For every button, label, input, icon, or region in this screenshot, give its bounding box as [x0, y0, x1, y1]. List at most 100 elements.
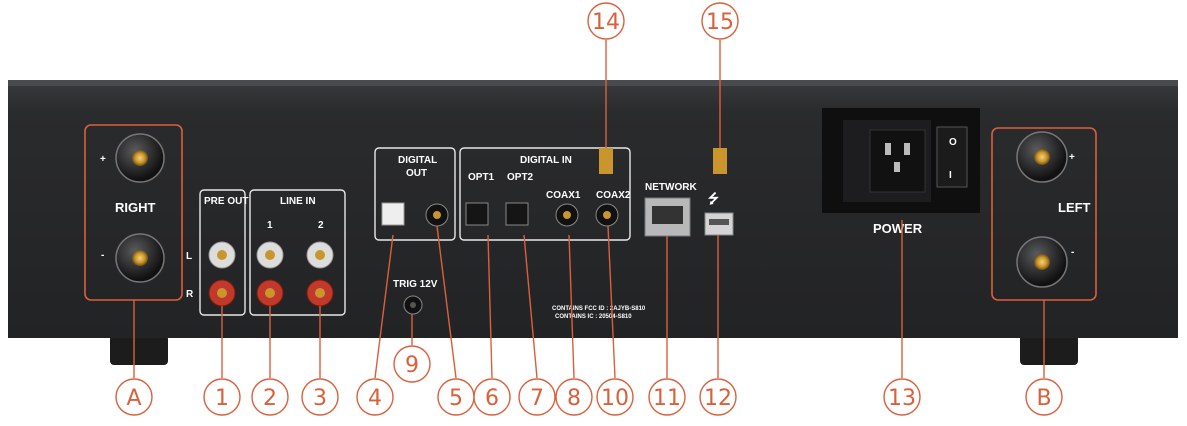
line-in-2-label: 2: [318, 220, 324, 231]
callout-11-label: 11: [653, 386, 681, 411]
digital-in-label: DIGITAL IN: [520, 155, 572, 166]
right-plus-label: +: [100, 154, 106, 165]
callout-4-label: 4: [368, 386, 382, 411]
digital-out-optical-port: [381, 202, 405, 226]
line-in-1-l-pin: [265, 250, 275, 260]
left-speaker-terminals: + - LEFT: [991, 127, 1097, 301]
callout-7: 7: [518, 378, 556, 416]
callout-11: 11: [648, 378, 686, 416]
ethernet-port-opening: [652, 206, 683, 224]
callout-1-label: 1: [215, 386, 229, 411]
callout-6: 6: [473, 378, 511, 416]
leader-10: [607, 225, 616, 379]
digital-out-section: DIGITAL OUT: [374, 147, 456, 241]
callout-B: B: [1025, 378, 1063, 416]
callout-1: 1: [203, 378, 241, 416]
iec-socket: [869, 129, 926, 193]
callout-4: 4: [356, 378, 394, 416]
callout-12: 12: [699, 378, 737, 416]
ch-l-label: L: [186, 251, 192, 262]
opt1-label: OPT1: [468, 172, 495, 183]
line-in-1-r-pin: [265, 288, 275, 298]
callout-14: 14: [587, 2, 625, 40]
callout-9: 9: [393, 345, 431, 383]
pre-out-r-pin: [217, 288, 227, 298]
usb-port-opening: [709, 219, 729, 225]
fcc-text: CONTAINS FCC ID : 2AJYB-S810 CONTAINS IC…: [552, 306, 646, 320]
usb-symbol: ⭍: [708, 191, 719, 206]
callout-10-label: 10: [601, 386, 629, 411]
line-in-outline: [249, 189, 346, 316]
power-section: O I POWER: [822, 108, 980, 236]
callout-6-label: 6: [485, 386, 499, 411]
trig-label: TRIG 12V: [393, 279, 438, 290]
line-in-2-r-pin: [315, 288, 325, 298]
callout-9-label: 9: [405, 353, 419, 378]
switch-on-label: I: [949, 170, 952, 181]
ch-r-label: R: [186, 289, 194, 300]
callout-10: 10: [596, 378, 634, 416]
digital-out-label-2: OUT: [406, 168, 427, 179]
leader-5: [436, 225, 457, 379]
callout-14-label: 14: [592, 10, 620, 35]
power-label: POWER: [873, 221, 923, 236]
usb-section: ⭍: [704, 191, 734, 236]
power-switch: [936, 126, 968, 188]
callout-2: 2: [251, 378, 289, 416]
leader-4: [374, 234, 394, 379]
pre-out-l-pin: [217, 250, 227, 260]
callout-15: 15: [701, 2, 739, 40]
callout-A: A: [115, 378, 153, 416]
digital-out-coax-pin: [433, 211, 441, 219]
coax2-pin: [603, 211, 611, 219]
trig-jack-center: [410, 302, 416, 308]
callout-B-label: B: [1036, 386, 1051, 411]
left-label: LEFT: [1058, 200, 1091, 215]
callout-5-label: 5: [449, 386, 463, 411]
digital-out-outline: [374, 147, 456, 241]
opt2-label: OPT2: [507, 172, 534, 183]
left-minus-post-contact: [1034, 254, 1050, 270]
right-label: RIGHT: [115, 200, 156, 215]
leader-7: [523, 234, 538, 379]
callout-8: 8: [555, 378, 593, 416]
left-minus-label: -: [1071, 247, 1074, 258]
chassis-top-edge: [8, 80, 1178, 86]
antenna-connector-left: [599, 148, 613, 174]
left-plus-post-contact: [1034, 149, 1050, 165]
callout-13-label: 13: [888, 386, 916, 411]
line-in-label: LINE IN: [280, 196, 316, 207]
fcc-line-1: CONTAINS FCC ID : 2AJYB-S810: [552, 306, 646, 312]
callout-5: 5: [437, 378, 475, 416]
left-plus-label: +: [1069, 152, 1075, 163]
iec-pin-earth: [894, 162, 900, 172]
switch-off-label: O: [949, 137, 957, 148]
antenna-connectors: [599, 148, 727, 174]
callout-leaders: [133, 40, 1045, 379]
line-in-1-label: 1: [267, 220, 273, 231]
antenna-connector-right: [713, 148, 727, 174]
leader-6: [487, 234, 493, 379]
right-minus-label: -: [101, 250, 104, 261]
iec-pin-right: [904, 143, 910, 155]
network-label: NETWORK: [645, 182, 697, 193]
coax1-label: COAX1: [546, 190, 581, 201]
pre-out-section: PRE OUT L R: [186, 189, 248, 316]
callouts: A 1 2 3 4 5 6 7: [115, 2, 1063, 416]
callout-2-label: 2: [263, 386, 277, 411]
callout-3-label: 3: [313, 386, 327, 411]
line-in-2-l-pin: [315, 250, 325, 260]
right-speaker-terminals: + - RIGHT: [84, 124, 183, 301]
coax1-pin: [563, 211, 571, 219]
opt2-port: [505, 202, 529, 226]
right-minus-post-contact: [132, 250, 148, 266]
callout-13: 13: [883, 378, 921, 416]
trigger-section: TRIG 12V: [393, 279, 438, 315]
callout-A-label: A: [126, 386, 141, 411]
digital-out-label: DIGITAL: [398, 155, 437, 166]
chassis-back-panel: [8, 80, 1178, 338]
callout-7-label: 7: [530, 386, 544, 411]
leader-8: [568, 234, 575, 379]
pre-out-label: PRE OUT: [204, 196, 248, 207]
